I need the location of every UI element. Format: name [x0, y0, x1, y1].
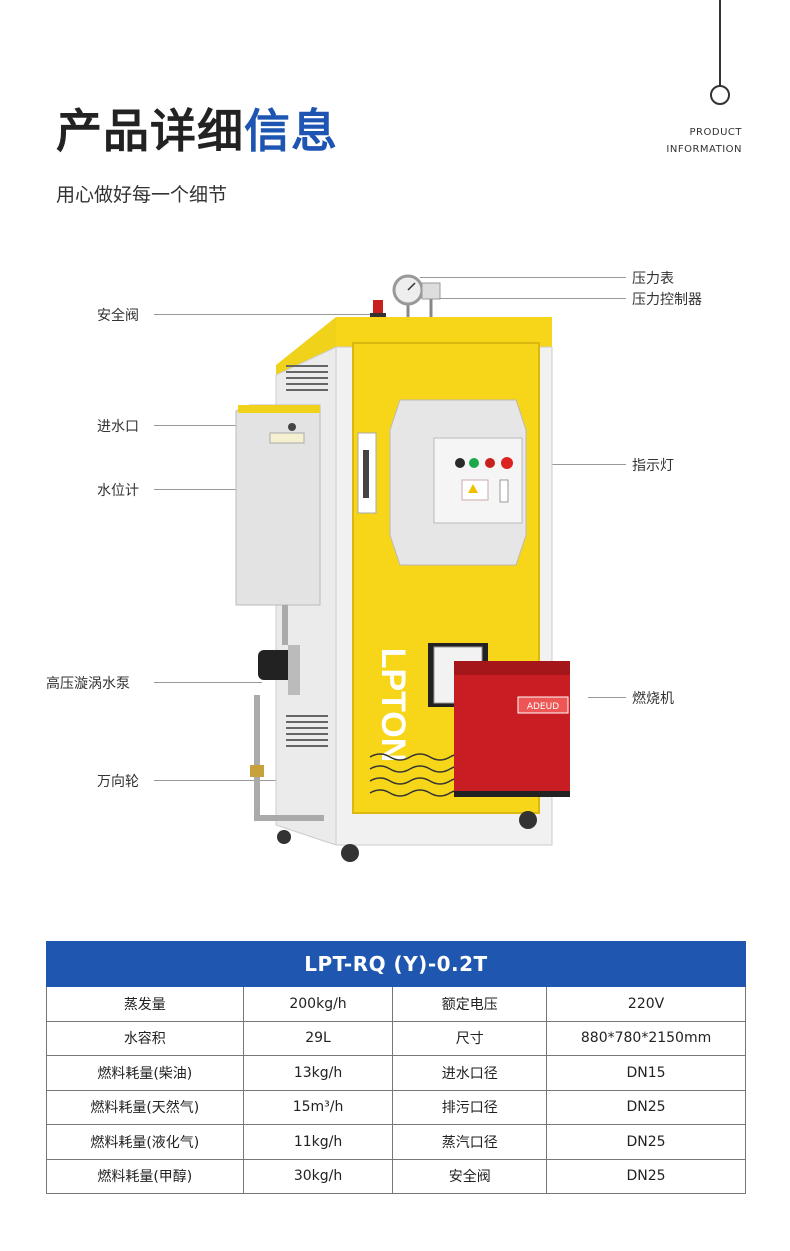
pressure-gauge-icon — [392, 274, 424, 320]
en-tag-line2: INFORMATION — [666, 144, 742, 155]
title-part2-highlight: 信息 — [244, 104, 338, 158]
steam-boiler-illustration: LPTON ADEUD — [235, 274, 570, 862]
page-title: 产品详细信息 — [56, 95, 338, 161]
pressure-controller-icon — [421, 282, 441, 320]
spec-table: LPT-RQ (Y)-0.2T 蒸发量 200kg/h 额定电压 220V 水容… — [46, 941, 746, 1194]
spec-value: DN25 — [546, 1158, 746, 1194]
spec-label: 额定电压 — [392, 986, 548, 1022]
safety-valve-icon — [370, 300, 386, 320]
leader-line-water-inlet — [154, 425, 289, 426]
spec-label: 蒸发量 — [46, 986, 244, 1022]
page-subtitle: 用心做好每一个细节 — [56, 184, 228, 206]
spec-value: DN25 — [546, 1089, 746, 1125]
callout-indicator-light: 指示灯 — [632, 458, 674, 474]
spec-table-model-header: LPT-RQ (Y)-0.2T — [46, 941, 746, 987]
leader-line-indicator — [512, 464, 626, 465]
spec-value: 200kg/h — [242, 986, 394, 1022]
spec-label: 尺寸 — [392, 1020, 548, 1056]
spec-value: 13kg/h — [242, 1055, 394, 1091]
callout-pressure-gauge: 压力表 — [632, 271, 674, 287]
spec-value: 30kg/h — [242, 1158, 394, 1194]
leader-line-pressure-controller — [440, 298, 626, 299]
spec-label: 燃料耗量(甲醇) — [46, 1158, 244, 1194]
spec-value: DN25 — [546, 1124, 746, 1160]
spec-value: DN15 — [546, 1055, 746, 1091]
callout-high-pressure-pump: 高压漩涡水泵 — [46, 676, 130, 692]
decorative-circle-icon — [710, 85, 730, 105]
callout-safety-valve: 安全阀 — [97, 308, 139, 324]
callout-burner: 燃烧机 — [632, 691, 674, 707]
leader-line-pump — [154, 682, 262, 683]
title-part1: 产品详细 — [56, 104, 244, 158]
callout-caster-wheel: 万向轮 — [97, 774, 139, 790]
english-section-tag: PRODUCT INFORMATION — [650, 124, 742, 158]
table-row: 燃料耗量(液化气) 11kg/h 蒸汽口径 DN25 — [46, 1124, 746, 1160]
spec-label: 排污口径 — [392, 1089, 548, 1125]
leader-line-safety-valve — [154, 314, 376, 315]
spec-label: 进水口径 — [392, 1055, 548, 1091]
spec-label: 燃料耗量(液化气) — [46, 1124, 244, 1160]
callout-pressure-controller: 压力控制器 — [632, 292, 702, 308]
burner-badge-text: ADEUD — [527, 702, 559, 712]
spec-label: 水容积 — [46, 1020, 244, 1056]
callout-water-level-gauge: 水位计 — [97, 483, 139, 499]
spec-value: 11kg/h — [242, 1124, 394, 1160]
spec-label: 安全阀 — [392, 1158, 548, 1194]
leader-line-pressure-gauge — [420, 277, 626, 278]
table-row: 燃料耗量(柴油) 13kg/h 进水口径 DN15 — [46, 1055, 746, 1091]
spec-value: 29L — [242, 1020, 394, 1056]
spec-value: 220V — [546, 986, 746, 1022]
table-row: 水容积 29L 尺寸 880*780*2150mm — [46, 1020, 746, 1056]
leader-line-caster — [154, 780, 286, 781]
spec-value: 880*780*2150mm — [546, 1020, 746, 1056]
table-row: 燃料耗量(天然气) 15m³/h 排污口径 DN25 — [46, 1089, 746, 1125]
spec-label: 蒸汽口径 — [392, 1124, 548, 1160]
spec-label: 燃料耗量(柴油) — [46, 1055, 244, 1091]
brand-logo-text: LPTON — [374, 648, 412, 763]
table-row: 蒸发量 200kg/h 额定电压 220V — [46, 986, 746, 1022]
spec-value: 15m³/h — [242, 1089, 394, 1125]
leader-line-burner — [588, 697, 626, 698]
en-tag-line1: PRODUCT — [689, 127, 742, 138]
callout-water-inlet: 进水口 — [97, 419, 139, 435]
decorative-vertical-line — [719, 0, 721, 86]
spec-label: 燃料耗量(天然气) — [46, 1089, 244, 1125]
table-row: 燃料耗量(甲醇) 30kg/h 安全阀 DN25 — [46, 1158, 746, 1194]
